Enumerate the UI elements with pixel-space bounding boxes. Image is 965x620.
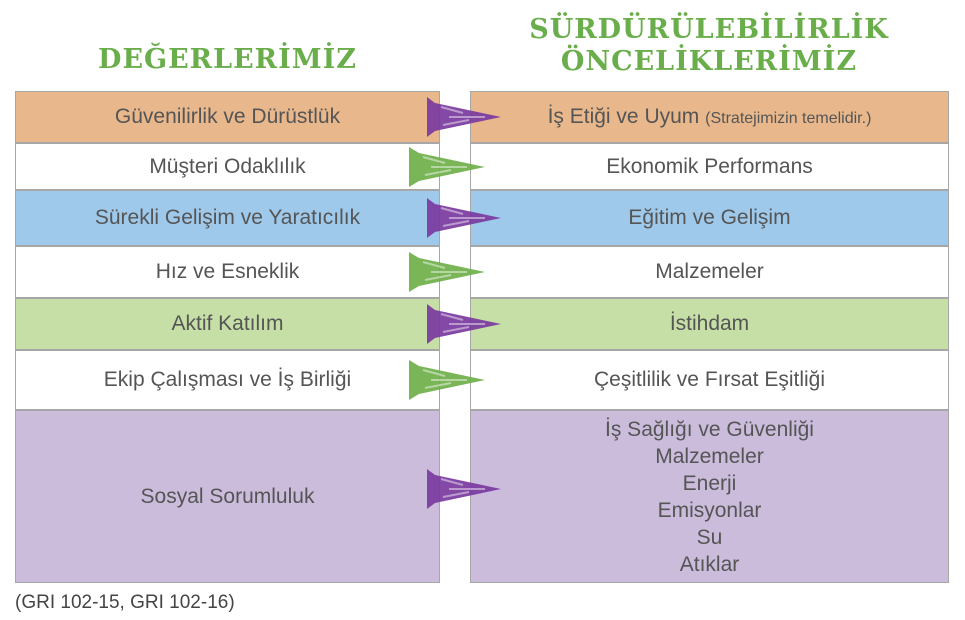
priority-list-item: Malzemeler [655, 444, 764, 468]
green-arrow-icon [409, 252, 485, 292]
priorities-heading-line1: SÜRDÜRÜLEBİLİRLİK [529, 14, 889, 45]
priority-note: (Stratejimizin temelidir.) [705, 110, 872, 127]
priority-cell-economic-performance: Ekonomik Performans [470, 143, 949, 190]
value-cell-active-participation: Aktif Katılım [15, 298, 440, 350]
value-label: Güvenilirlik ve Dürüstlük [114, 105, 341, 128]
priority-cell-diversity: Çeşitlilik ve Fırsat Eşitliği [470, 350, 949, 410]
purple-arrow-icon [427, 469, 501, 509]
priority-label: Malzemeler [655, 260, 764, 283]
priority-label: Çeşitlilik ve Fırsat Eşitliği [593, 368, 826, 391]
priority-cell-training: Eğitim ve Gelişim [470, 190, 949, 246]
priority-label: İş Etiği ve Uyum (Stratejimizin temelidi… [547, 105, 872, 128]
priority-cell-employment: İstihdam [470, 298, 949, 350]
value-label: Müşteri Odaklılık [149, 154, 306, 178]
values-heading: DEĞERLERİMİZ [98, 44, 357, 75]
footnote: (GRI 102-15, GRI 102-16) [15, 592, 235, 613]
purple-arrow-icon [427, 304, 501, 344]
value-label: Sosyal Sorumluluk [140, 484, 315, 508]
purple-arrow-icon [427, 97, 501, 137]
priorities-heading-line2: ÖNCELİKLERİMİZ [560, 46, 858, 77]
value-label: Ekip Çalışması ve İş Birliği [103, 368, 352, 391]
green-arrow-icon [409, 147, 485, 187]
value-label: Aktif Katılım [171, 312, 284, 335]
priority-cell-environment-list: İş Sağlığı ve Güvenliği Malzemeler Enerj… [470, 410, 949, 583]
value-cell-speed-flexibility: Hız ve Esneklik [15, 246, 440, 298]
green-arrow-icon [409, 360, 485, 400]
value-label: Hız ve Esneklik [155, 260, 300, 283]
value-cell-reliability: Güvenilirlik ve Dürüstlük [15, 91, 440, 143]
value-cell-continuous-improvement: Sürekli Gelişim ve Yaratıcılık [15, 190, 440, 246]
priority-list-item: Atıklar [679, 552, 740, 576]
value-label: Sürekli Gelişim ve Yaratıcılık [94, 206, 361, 229]
priority-cell-ethics: İş Etiği ve Uyum (Stratejimizin temelidi… [470, 91, 949, 143]
value-cell-social-responsibility: Sosyal Sorumluluk [15, 410, 440, 583]
priority-label: İstihdam [669, 312, 750, 335]
priority-label: Eğitim ve Gelişim [628, 206, 791, 229]
priority-list-item: Emisyonlar [657, 498, 762, 522]
priority-list-item: İş Sağlığı ve Güvenliği [605, 417, 814, 441]
value-cell-teamwork: Ekip Çalışması ve İş Birliği [15, 350, 440, 410]
value-cell-customer-focus: Müşteri Odaklılık [15, 143, 440, 190]
priorities-heading: SÜRDÜRÜLEBİLİRLİK ÖNCELİKLERİMİZ [470, 14, 948, 78]
priority-cell-materials: Malzemeler [470, 246, 949, 298]
priority-list-item: Su [696, 525, 723, 549]
priority-list-item: Enerji [682, 471, 737, 495]
purple-arrow-icon [427, 198, 501, 238]
priority-label: Ekonomik Performans [606, 154, 813, 178]
